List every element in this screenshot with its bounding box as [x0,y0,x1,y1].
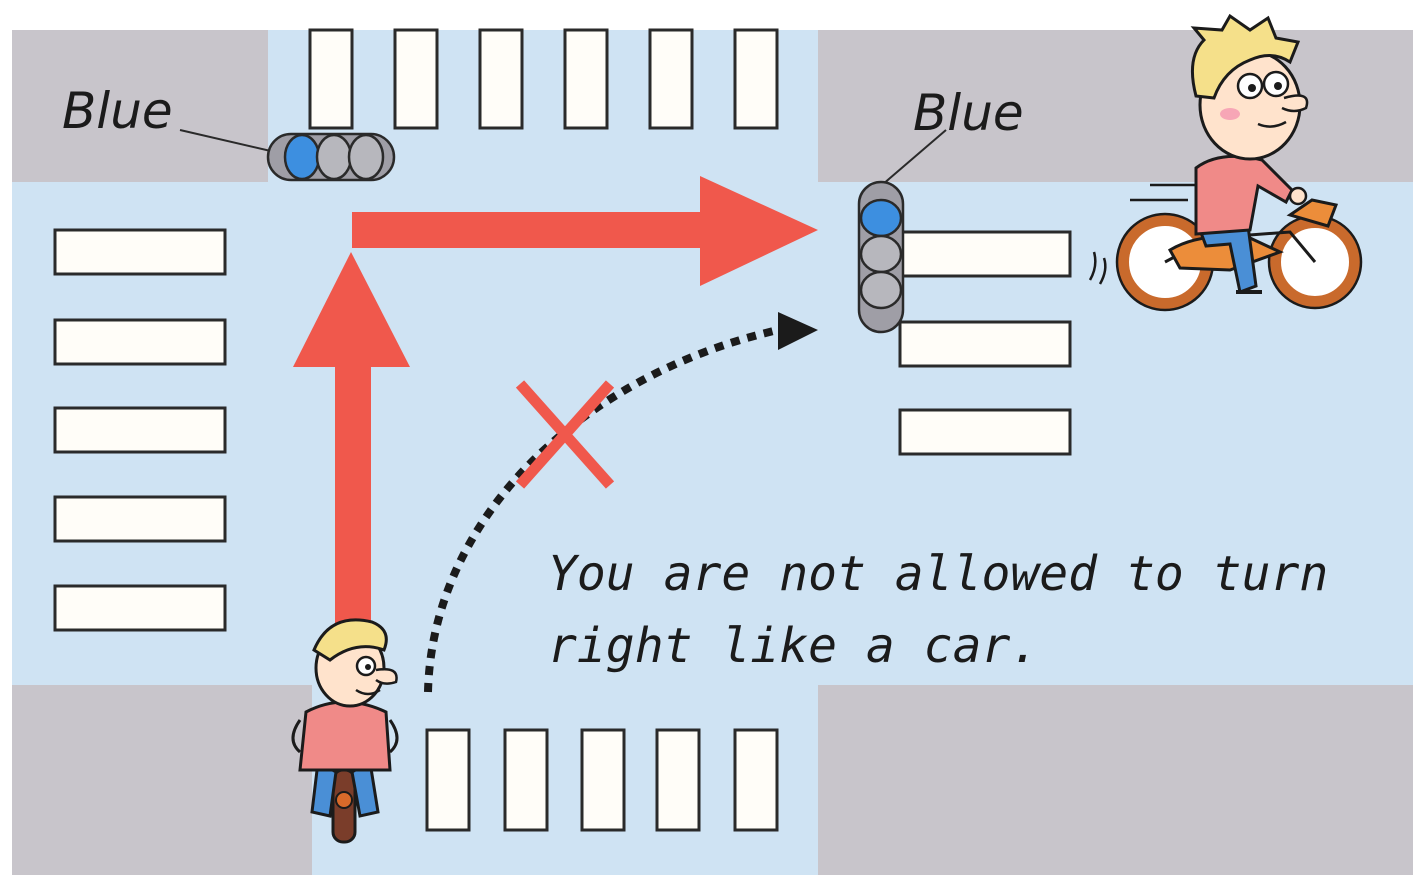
signal-label-right: Blue [913,84,1024,142]
corner-block-bottom-left [12,685,312,875]
signal-label-left: Blue [62,82,173,140]
blue-light-icon [861,200,901,236]
corner-block-bottom-right [818,685,1413,875]
caption-line-2: right like a car. [548,618,1039,674]
crosswalk-right [900,232,1070,454]
blue-light-icon [285,135,319,179]
caption-line-1: You are not allowed to turn [548,546,1328,602]
corner-block-top-right [818,30,1413,182]
